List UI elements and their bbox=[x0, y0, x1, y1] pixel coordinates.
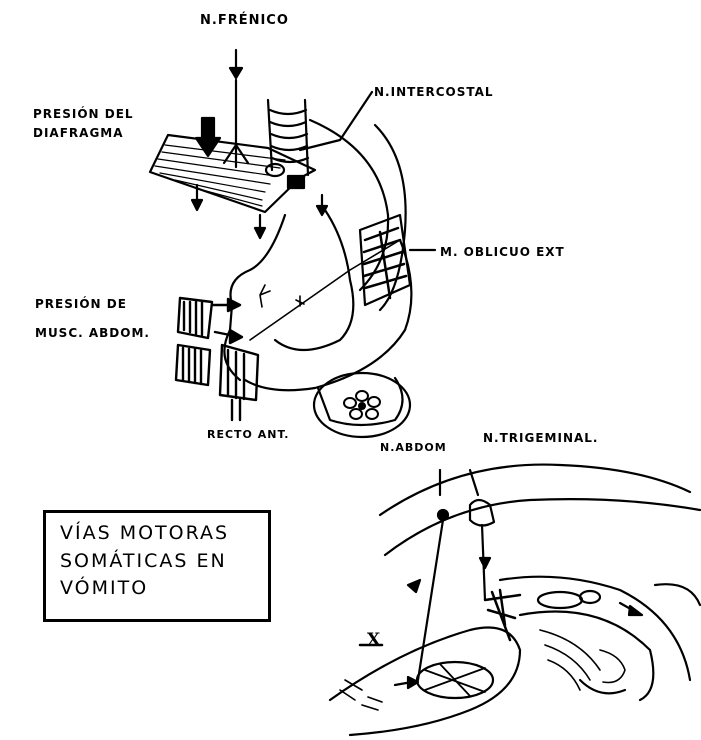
intercostal-nerve-label: N.INTERCOSTAL bbox=[374, 86, 494, 99]
abdominal-nerve-label: N.ABDOM bbox=[380, 442, 447, 454]
stomach bbox=[224, 210, 411, 437]
esophagus bbox=[266, 100, 308, 188]
title-line2: SOMÁTICAS EN bbox=[60, 548, 229, 576]
trigeminal-nerve-label: N.TRIGEMINAL. bbox=[483, 432, 598, 445]
abdominal-label-line2: MUSC. ABDOM. bbox=[35, 327, 150, 340]
diaphragm-label-line1: PRESIÓN DEL bbox=[33, 108, 134, 121]
roman-numeral-label: X bbox=[367, 630, 380, 650]
intercostal-nerve bbox=[300, 92, 406, 310]
phrenic-nerve-label: N.FRÉNICO bbox=[200, 14, 289, 28]
phrenic-nerve bbox=[224, 50, 248, 167]
rectus-label: RECTO ANT. bbox=[207, 429, 289, 441]
diaphragm-label-line2: DIAFRAGMA bbox=[33, 127, 134, 140]
oblique-muscle bbox=[360, 215, 435, 305]
lumen-flower bbox=[344, 391, 380, 419]
title-line3: VÓMITO bbox=[60, 575, 229, 603]
brainstem-sketch bbox=[380, 465, 700, 700]
abdominal-label-line1: PRESIÓN DE bbox=[35, 298, 150, 311]
pharynx-sketch bbox=[330, 628, 520, 736]
diaphragm-pressure-label: PRESIÓN DEL DIAFRAGMA bbox=[33, 108, 134, 140]
oblique-muscle-label: M. OBLICUO EXT bbox=[440, 246, 565, 259]
abdominal-muscles bbox=[176, 298, 258, 420]
title-text: VÍAS MOTORAS SOMÁTICAS EN VÓMITO bbox=[60, 520, 229, 603]
abdominal-muscle-pressure-label: PRESIÓN DE MUSC. ABDOM. bbox=[35, 298, 150, 340]
title-line1: VÍAS MOTORAS bbox=[60, 520, 229, 548]
